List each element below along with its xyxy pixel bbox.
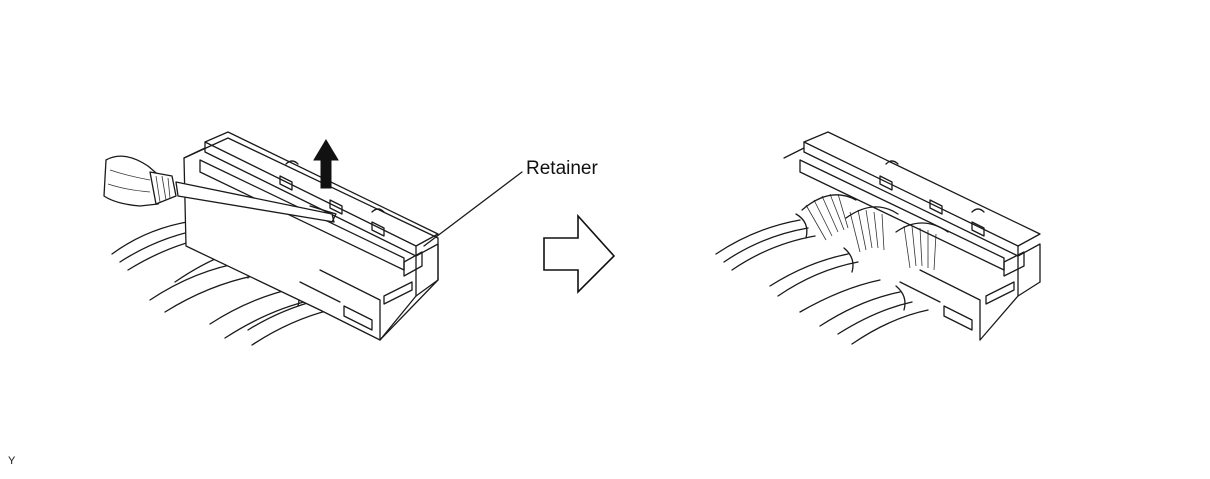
right-arrow-icon xyxy=(543,213,616,294)
wire-bundle-right xyxy=(715,213,929,345)
figure-code: Y xyxy=(8,455,16,467)
connector-before xyxy=(103,131,523,346)
connector-housing-right xyxy=(783,131,1041,341)
connector-after xyxy=(715,131,1041,345)
retainer-label: Retainer xyxy=(526,158,598,179)
up-arrow-icon xyxy=(313,139,339,189)
retainer-leader-line xyxy=(423,171,523,247)
connector-housing-left xyxy=(183,131,439,341)
screwdriver xyxy=(103,155,337,223)
